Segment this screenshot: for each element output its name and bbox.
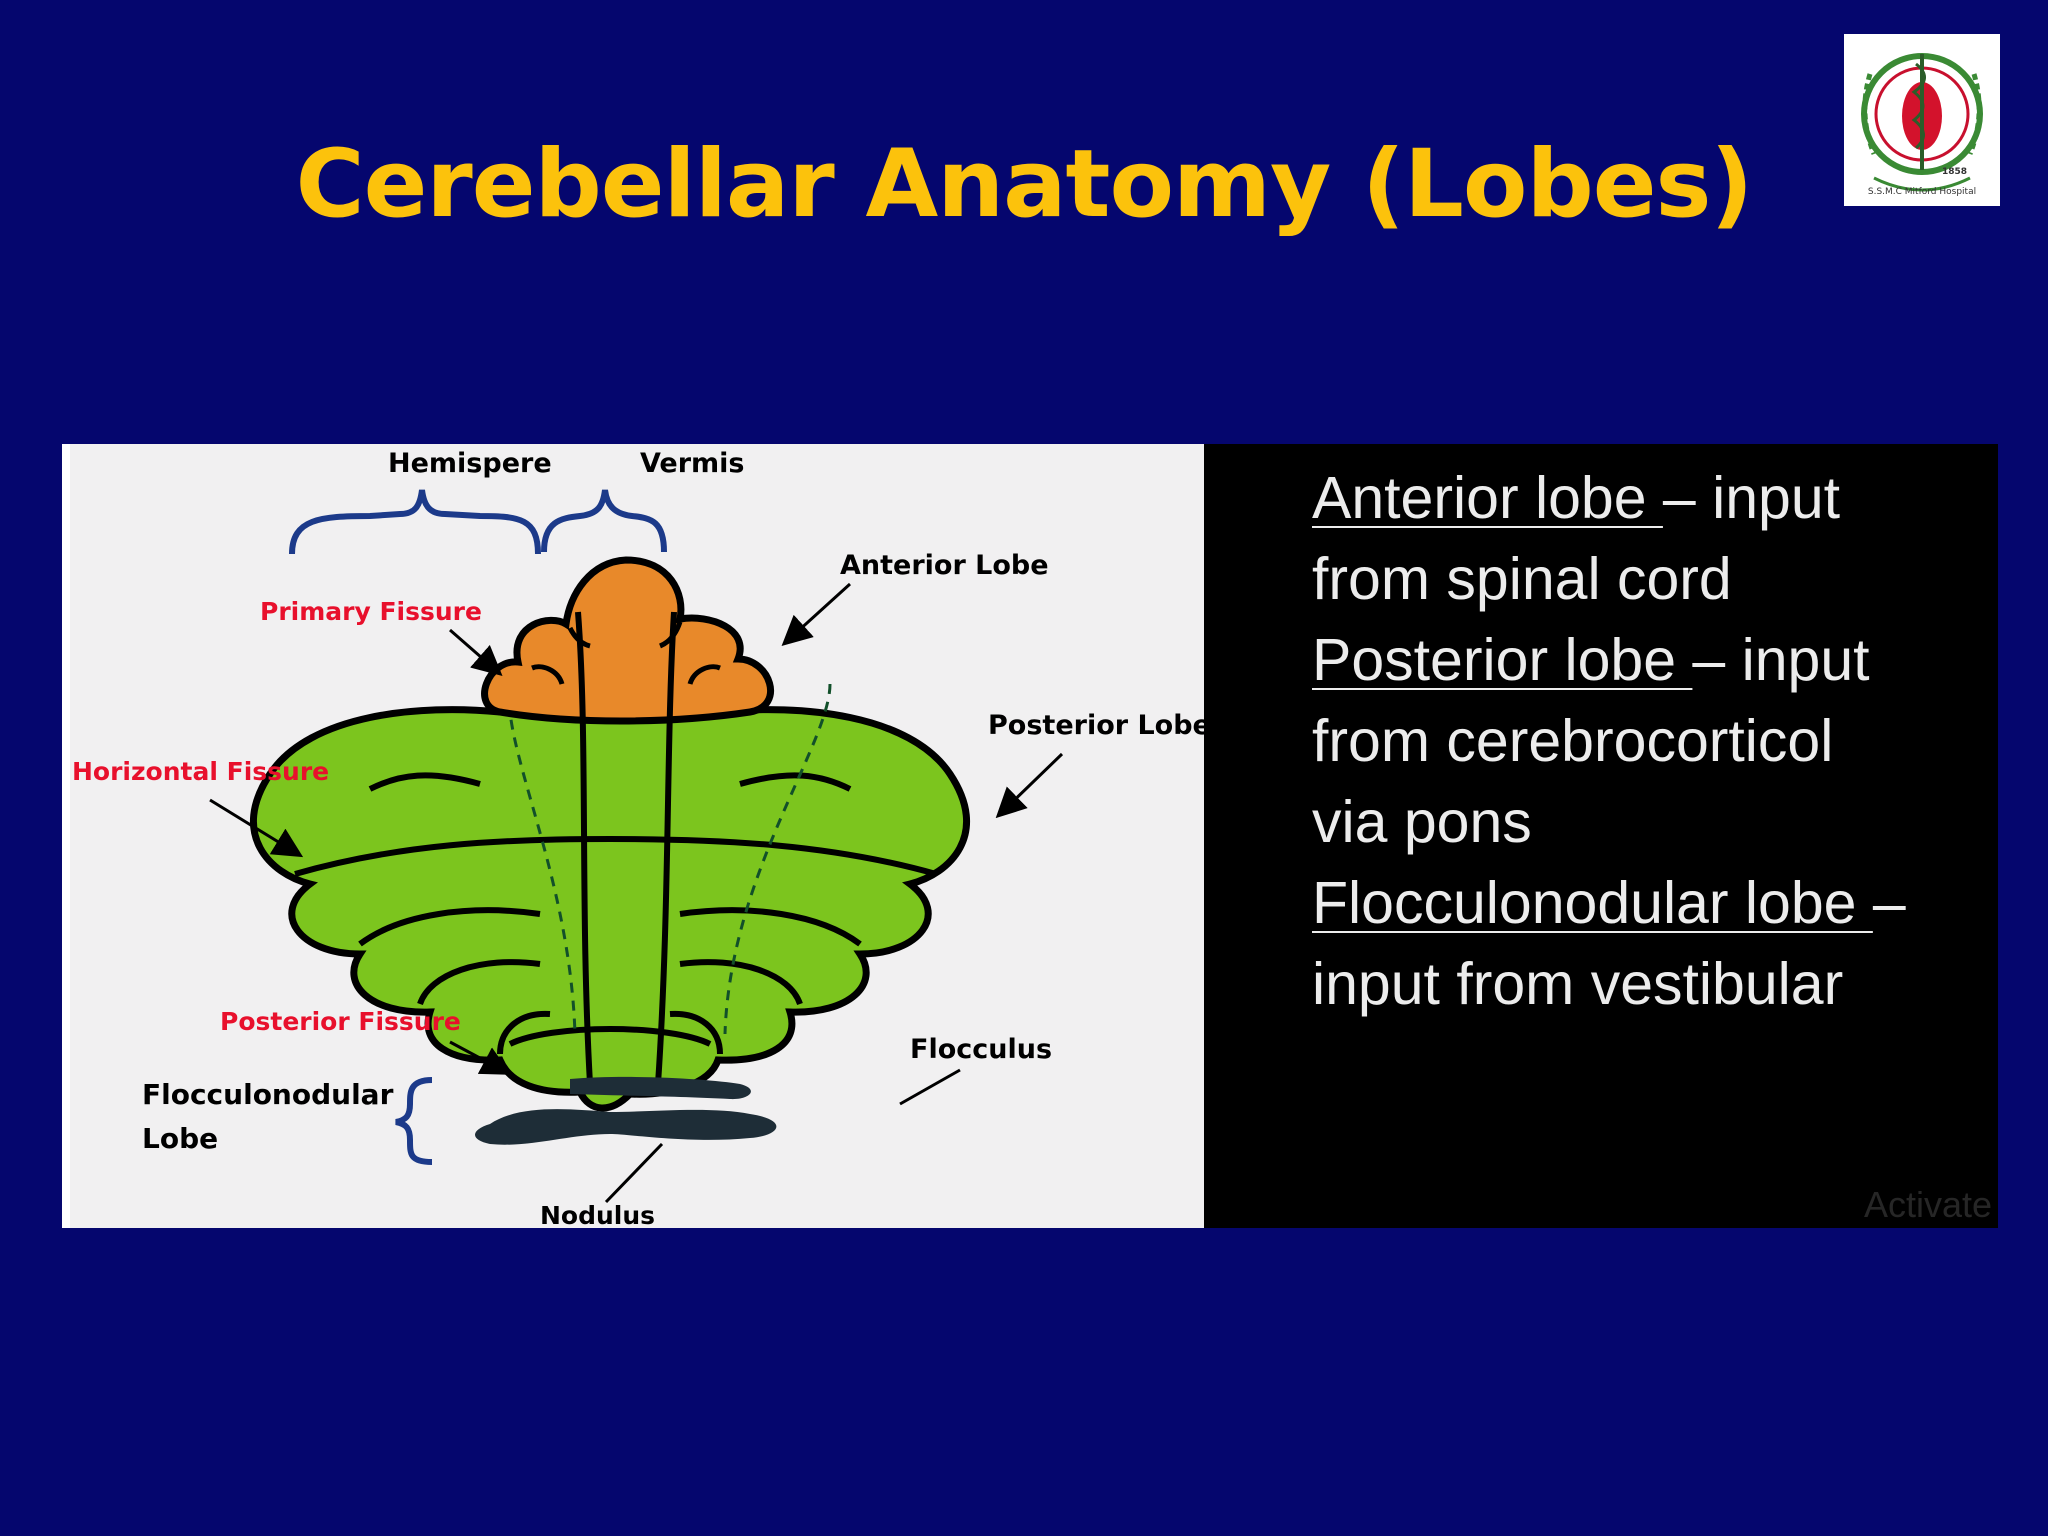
posterior-lobe-text-a: – input [1692, 627, 1870, 693]
posterior-fissure-line [508, 1026, 712, 1047]
vermis-label: Vermis [640, 448, 745, 479]
nodulus-label: Nodulus [540, 1201, 655, 1228]
anterior-lobe-line1: Anterior lobe – input [1312, 458, 1992, 539]
hospital-logo: 1858 S.S.M.C Mitford Hospital [1844, 34, 2000, 206]
flocculonodular-lobe-line1: Flocculonodular lobe – [1312, 863, 1992, 944]
primary-fissure-arrow [449, 628, 503, 676]
flocculonodular-brace [395, 1077, 433, 1165]
flocculus-label: Flocculus [910, 1034, 1052, 1065]
anterior-lobe-text-a: – input [1662, 465, 1841, 531]
anterior-lobe-arrow [781, 582, 852, 647]
posterior-lobe-shape [249, 706, 971, 1112]
posterior-lobe-term: Posterior lobe [1312, 627, 1693, 693]
hospital-emblem-icon: 1858 S.S.M.C Mitford Hospital [1861, 53, 1983, 197]
cerebellum-figure: Hemispere Vermis Anterior Lobe Primary F… [62, 444, 1998, 1230]
flocculonodular-label-line2: Lobe [142, 1122, 218, 1155]
flocculonodular-lobe-line2: input from vestibular [1312, 951, 1844, 1017]
cerebellum-diagram-panel: Hemispere Vermis Anterior Lobe Primary F… [62, 444, 1211, 1230]
posterior-lobe-arrow [995, 752, 1064, 819]
horizontal-fissure-label: Horizontal Fissure [72, 757, 329, 786]
flocculus-bar [570, 1076, 751, 1100]
posterior-fissure-label: Posterior Fissure [220, 1007, 461, 1036]
logo-name: S.S.M.C Mitford Hospital [1868, 187, 1976, 197]
primary-fissure-label: Primary Fissure [260, 597, 482, 626]
lobe-inputs-panel: Anterior lobe – input from spinal cord P… [1204, 444, 1998, 1228]
hemisphere-label: Hemispere [388, 448, 552, 479]
nodulus-arrow [604, 1142, 664, 1204]
horizontal-fissure-line [294, 835, 937, 877]
vermis-line-left [575, 611, 593, 1085]
horizontal-fissure-arrow [209, 798, 304, 858]
folia-line-left-1 [368, 772, 481, 792]
lobe-inputs-text: Anterior lobe – input from spinal cord P… [1312, 458, 1992, 1025]
folia-line-left-4 [497, 1010, 551, 1055]
vermis-dashed-right [723, 683, 832, 1035]
slide-title: Cerebellar Anatomy (Lobes) [295, 130, 1754, 239]
flocculus-arrow [899, 1068, 961, 1106]
cerebellum-diagram: Hemispere Vermis Anterior Lobe Primary F… [72, 448, 1211, 1230]
folia-line-right-1 [739, 772, 852, 792]
anterior-lobe-shape [481, 556, 774, 725]
posterior-lobe-line3: via pons [1312, 789, 1532, 855]
anterior-fissure-left [531, 664, 565, 685]
activate-watermark: Activate [1863, 1184, 1992, 1225]
vermis-brace [541, 489, 667, 553]
folia-line-right-2 [679, 907, 862, 947]
logo-year: 1858 [1942, 167, 1967, 177]
anterior-lobe-term: Anterior lobe [1312, 465, 1663, 531]
posterior-lobe-line2: from cerebrocorticol [1312, 708, 1834, 774]
anterior-lobe-line2: from spinal cord [1312, 546, 1732, 612]
folia-line-right-3 [679, 959, 803, 1006]
anterior-lobe-label: Anterior Lobe [840, 550, 1049, 581]
flocculonodular-lobe-text-a: – [1872, 870, 1906, 936]
folia-line-left-3 [417, 959, 541, 1006]
anterior-fissure-right [687, 664, 721, 685]
posterior-lobe-line1: Posterior lobe – input [1312, 620, 1992, 701]
flocculonodular-lobe-shape [475, 1109, 777, 1145]
folia-line-left-2 [358, 907, 541, 947]
posterior-lobe-label: Posterior Lobe [988, 710, 1204, 741]
posterior-fissure-arrow [449, 1040, 512, 1075]
hemisphere-brace [289, 489, 541, 555]
flocculonodular-label-line1: Flocculonodular [142, 1078, 394, 1111]
flocculonodular-lobe-term: Flocculonodular lobe [1312, 870, 1873, 936]
folia-line-right-4 [669, 1010, 723, 1055]
vermis-line-right [655, 611, 677, 1085]
